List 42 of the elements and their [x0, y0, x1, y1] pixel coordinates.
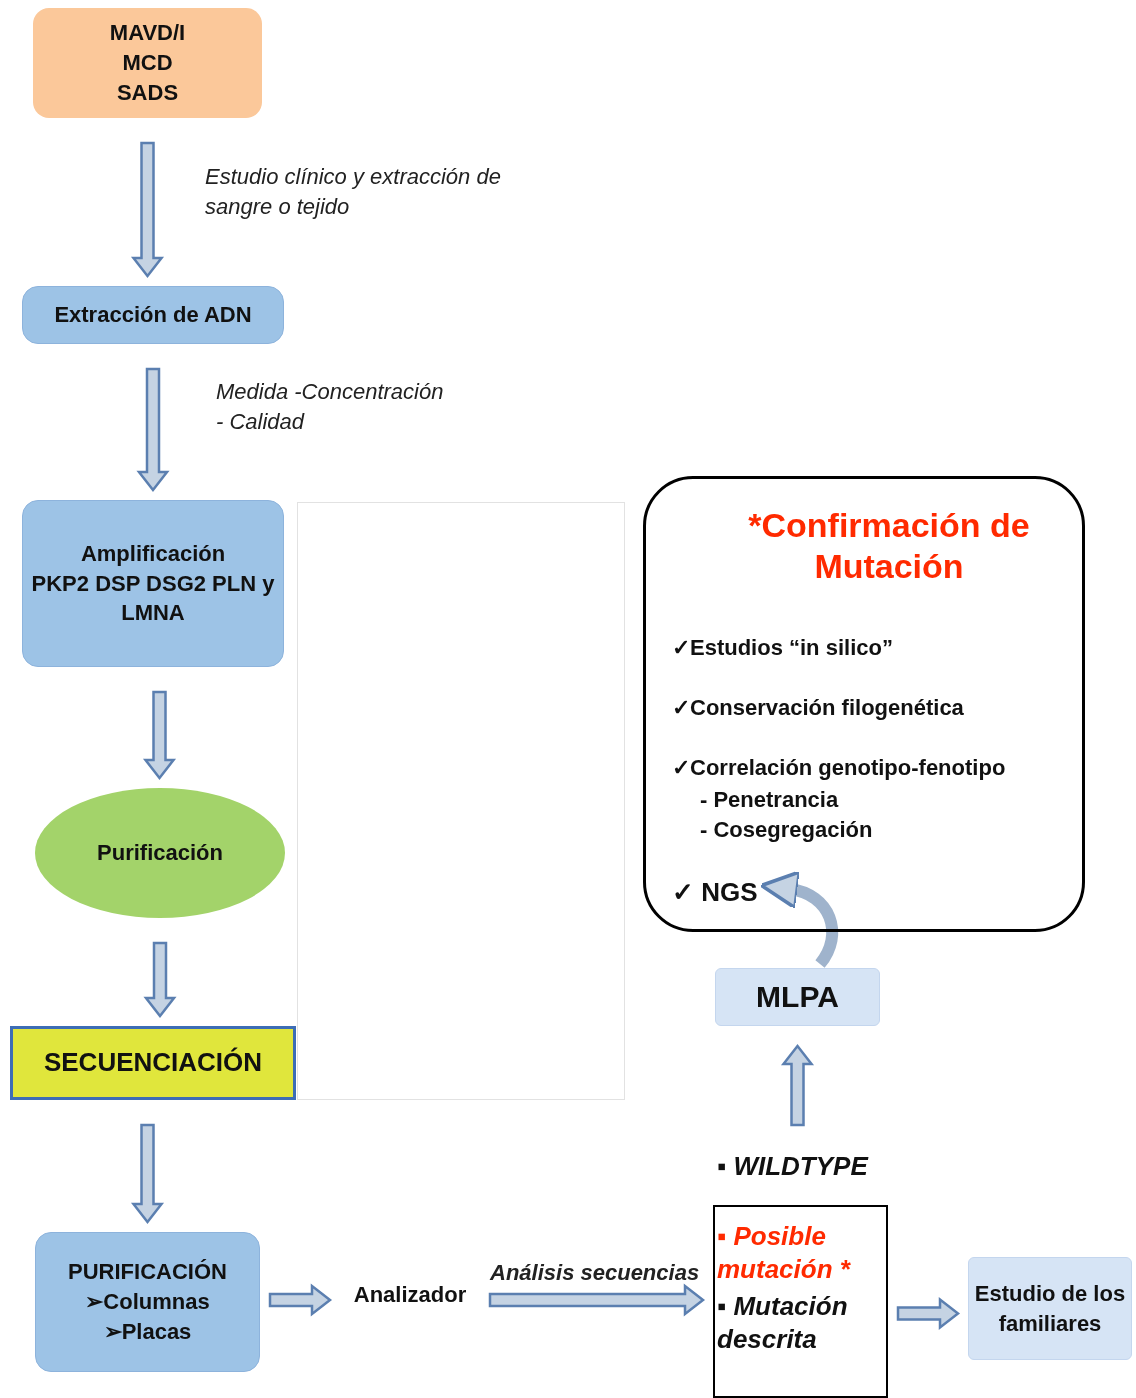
- check-item: - Penetrancia: [700, 786, 839, 814]
- check-item: - Cosegregación: [700, 816, 873, 844]
- result-item: ▪ Mutación descrita: [717, 1290, 849, 1355]
- block-arrow: [130, 141, 165, 279]
- highlight-box: [10, 1026, 296, 1100]
- block-arrow: [136, 367, 170, 493]
- node-text: ➢Placas: [103, 1317, 192, 1346]
- edge-label: Estudio clínico y extracción de sangre o tejido: [205, 163, 502, 221]
- node-text: Estudio de los familiares: [973, 1279, 1127, 1338]
- node-text: Extracción de ADN: [54, 301, 252, 330]
- panel-title: *Confirmación de Mutación: [747, 505, 1031, 587]
- node-text: MAVD/I MCD SADS: [108, 19, 187, 107]
- result-item: ▪ WILDTYPE: [717, 1150, 870, 1183]
- node-text: Analizador: [353, 1281, 467, 1310]
- edge-label: Medida -Concentración - Calidad: [216, 378, 445, 436]
- process-box: [22, 286, 284, 344]
- check-item: ✓Correlación genotipo-fenotipo: [672, 754, 1006, 782]
- edge-label: Análisis secuencias: [490, 1259, 700, 1287]
- result-item: ▪ Posible mutación *: [717, 1220, 852, 1285]
- check-item: ✓Estudios “in silico”: [672, 634, 893, 662]
- process-box: [22, 500, 284, 667]
- process-box: [715, 968, 880, 1026]
- check-item: ✓ NGS: [672, 876, 758, 909]
- block-arrow: [143, 941, 177, 1019]
- check-item: ✓Conservación filogenética: [672, 694, 964, 722]
- node-text: SECUENCIACIÓN: [43, 1046, 263, 1080]
- block-arrow: [268, 1283, 333, 1317]
- block-arrow: [896, 1296, 961, 1331]
- node-text: Amplificación: [80, 539, 226, 568]
- block-arrow: [488, 1283, 706, 1317]
- node-text: MLPA: [756, 978, 839, 1015]
- process-box: [35, 1232, 260, 1372]
- process-box: [968, 1257, 1132, 1360]
- node-text: PKP2 DSP DSG2 PLN y LMNA: [30, 569, 276, 628]
- node-text: ➢Columnas: [85, 1288, 210, 1317]
- rounded-panel: [643, 476, 1085, 932]
- block-arrow: [130, 1123, 165, 1225]
- process-box: [33, 8, 262, 118]
- node-text: Purificación: [97, 839, 223, 868]
- block-arrow: [780, 1043, 815, 1127]
- node-text: PURIFICACIÓN: [68, 1258, 227, 1287]
- block-arrow: [142, 690, 177, 781]
